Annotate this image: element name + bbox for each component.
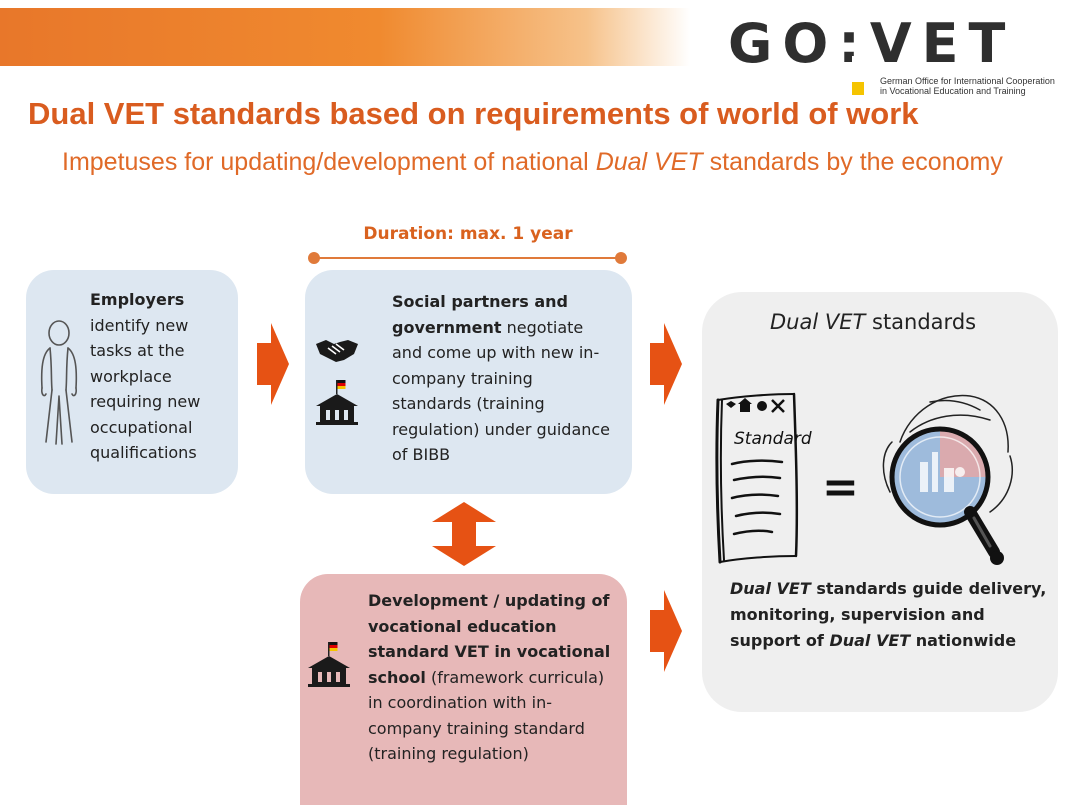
document-label: Standard bbox=[734, 429, 812, 449]
partners-text: Social partners and government negotiate… bbox=[392, 289, 617, 468]
standards-desc-end: nationwide bbox=[910, 631, 1017, 650]
employers-box bbox=[26, 270, 238, 494]
handshake-icon bbox=[316, 340, 358, 362]
arrow-right-icon bbox=[257, 323, 289, 405]
school-text: Development / updating of vocational edu… bbox=[368, 588, 618, 767]
equals-sign: = bbox=[822, 462, 859, 513]
duration-start-dot bbox=[308, 252, 320, 264]
standards-title-italic: Dual VET bbox=[770, 310, 866, 334]
duration-label: Duration: max. 1 year bbox=[363, 224, 573, 244]
header-orange-bar bbox=[0, 8, 690, 66]
duration-end-dot bbox=[615, 252, 627, 264]
standards-title-rest: standards bbox=[865, 310, 977, 334]
standards-description: Dual VET standards guide delivery, monit… bbox=[730, 576, 1050, 654]
standard-document-icon: Standard bbox=[715, 392, 812, 564]
partners-bold: Social partners and government bbox=[392, 292, 568, 337]
german-flag-icon bbox=[852, 56, 864, 96]
magnifier-icon bbox=[882, 394, 1013, 565]
subtitle-italic: Dual VET bbox=[595, 148, 703, 176]
arrow-right-icon bbox=[650, 323, 682, 405]
standards-title: Dual VET standards bbox=[770, 310, 976, 334]
school-box bbox=[300, 574, 627, 805]
page-subtitle: Impetuses for updating/development of na… bbox=[62, 148, 1003, 177]
employers-bold: Employers bbox=[90, 290, 185, 309]
person-outline-icon bbox=[40, 320, 78, 445]
standards-panel bbox=[702, 292, 1058, 712]
standards-desc-mid: standards guide delivery, monitoring, su… bbox=[730, 579, 1047, 650]
school-bold: Development / updating of vocational edu… bbox=[368, 591, 611, 687]
govet-logo: GO:VET German Office for International C… bbox=[728, 12, 1088, 104]
employers-desc: identify new tasks at the workplace requ… bbox=[90, 315, 201, 463]
subtitle-suffix: standards by the economy bbox=[702, 148, 1003, 176]
logo-subtitle: German Office for International Cooperat… bbox=[880, 76, 1055, 96]
logo-subtitle-line2: in Vocational Education and Training bbox=[880, 86, 1026, 96]
logo-text: GO:VET bbox=[728, 12, 1016, 75]
school-desc: (framework curricula) in coordination wi… bbox=[368, 667, 605, 764]
partners-box bbox=[305, 270, 632, 494]
partners-desc: negotiate and come up with new in-compan… bbox=[392, 317, 611, 465]
government-building-icon bbox=[316, 380, 358, 425]
employers-text: Employers identify new tasks at the workp… bbox=[90, 287, 235, 466]
school-building-icon bbox=[308, 642, 350, 687]
arrow-right-icon bbox=[650, 590, 682, 672]
standards-desc-italic2: Dual VET bbox=[829, 631, 911, 650]
standards-desc-italic1: Dual VET bbox=[730, 579, 811, 598]
page-title: Dual VET standards based on requirements… bbox=[28, 96, 919, 131]
duration-line bbox=[313, 257, 621, 259]
logo-subtitle-line1: German Office for International Cooperat… bbox=[880, 76, 1055, 86]
subtitle-prefix: Impetuses for updating/development of na… bbox=[62, 148, 596, 176]
double-arrow-vertical-icon bbox=[432, 502, 496, 566]
